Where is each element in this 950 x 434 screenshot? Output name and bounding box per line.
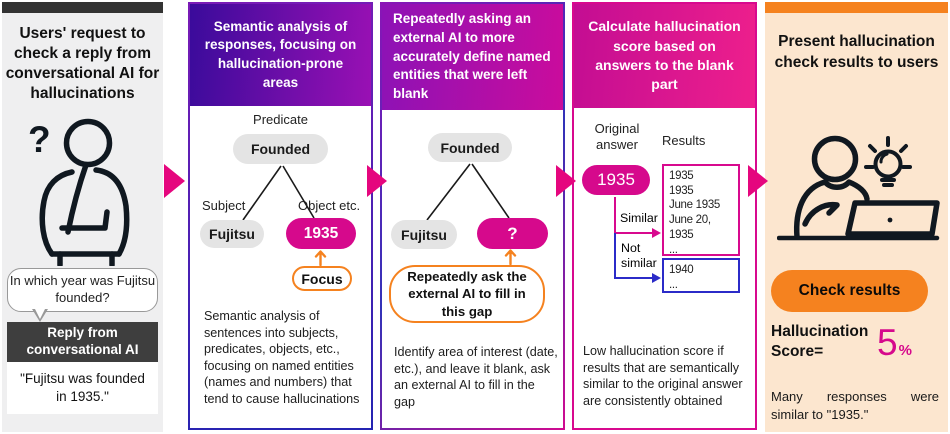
panel-user-request: Users' request to check a reply from con… [2,2,163,432]
object-label: Object etc. [298,198,361,213]
result-line: 1935 [669,170,694,182]
reply-source-label: Reply from conversational AI [7,322,158,362]
focus-up-arrow-icon [504,249,517,265]
focus-callout: Focus [292,266,352,291]
question-text: In which year was Fujitsu founded? [9,273,156,305]
subject-node: Fujitsu [200,220,264,248]
focus-up-arrow-icon [314,250,327,266]
top-accent-bar [2,2,163,13]
flow-arrow-icon [164,164,185,198]
score-number: 5 [877,322,898,363]
panel-header: Calculate hallucination score based on a… [574,4,755,108]
hallucination-score-value: 5 % [877,324,912,361]
flow-arrow-icon [367,165,387,197]
similar-label: Similar [620,211,658,225]
ai-reply-text: "Fujitsu was founded in 1935." [7,362,158,414]
not-similar-label: Not similar [621,241,657,270]
result-line: June 20, 1935 [669,214,711,241]
parse-tree-lines [426,163,510,221]
question-mark-icon: ? [28,119,51,160]
results-note: Many responses were similar to "1935." [771,389,939,422]
subject-label: Subject [202,198,246,213]
panel-description: Semantic analysis of sentences into subj… [204,309,360,407]
parse-tree-lines [242,165,315,221]
score-percent-sign: % [898,342,912,359]
panel-score-calculation: Calculate hallucination score based on a… [572,2,757,430]
predicate-label: Predicate [253,112,308,127]
panel-present-results: Present hallucination check results to u… [765,2,948,432]
hallucination-score-label: Hallucination Score= [771,323,869,361]
not-similar-results-box: 1940 ... [662,258,740,293]
fill-gap-callout: Repeatedly ask the external AI to fill i… [389,265,545,323]
original-answer-label: Original answer [594,121,640,153]
lightbulb-icon [864,136,912,187]
blank-question-node: ? [477,218,548,249]
predicate-node: Founded [428,133,512,162]
result-line: 1935 [669,184,694,197]
panel-description: Identify area of interest (date, etc.), … [394,345,558,409]
question-speech-bubble: In which year was Fujitsu founded? [7,268,158,312]
object-node: 1935 [286,218,356,249]
check-results-button[interactable]: Check results [771,270,928,312]
flow-arrow-icon [556,165,576,197]
panel-header: Repeatedly asking an external AI to more… [382,4,563,110]
panel-description: Low hallucination score if results that … [583,344,743,408]
similar-results-box: 1935 1935 June 1935 June 20, 1935 ... [662,164,740,256]
result-line: 1940 [669,264,694,276]
similarity-connector-lines [614,197,661,283]
user-at-laptop-icon [777,135,940,241]
result-line: ... [669,278,678,291]
top-accent-bar [765,2,948,13]
subject-node: Fujitsu [391,220,457,249]
results-label: Results [662,133,706,148]
flow-arrow-icon [748,165,768,197]
panel-blank-query: Repeatedly asking an external AI to more… [380,2,565,430]
panel-semantic-analysis: Semantic analysis of responses, focusing… [188,2,373,430]
result-line: ... [669,243,678,256]
panel-header: Semantic analysis of responses, focusing… [190,4,371,106]
panel-title: Present hallucination check results to u… [774,33,939,71]
thinking-person-icon: ? [28,118,130,266]
panel-title: Users' request to check a reply from con… [5,25,160,103]
predicate-node: Founded [233,134,328,164]
original-answer-node: 1935 [582,165,650,195]
result-line: June 1935 [669,199,721,212]
